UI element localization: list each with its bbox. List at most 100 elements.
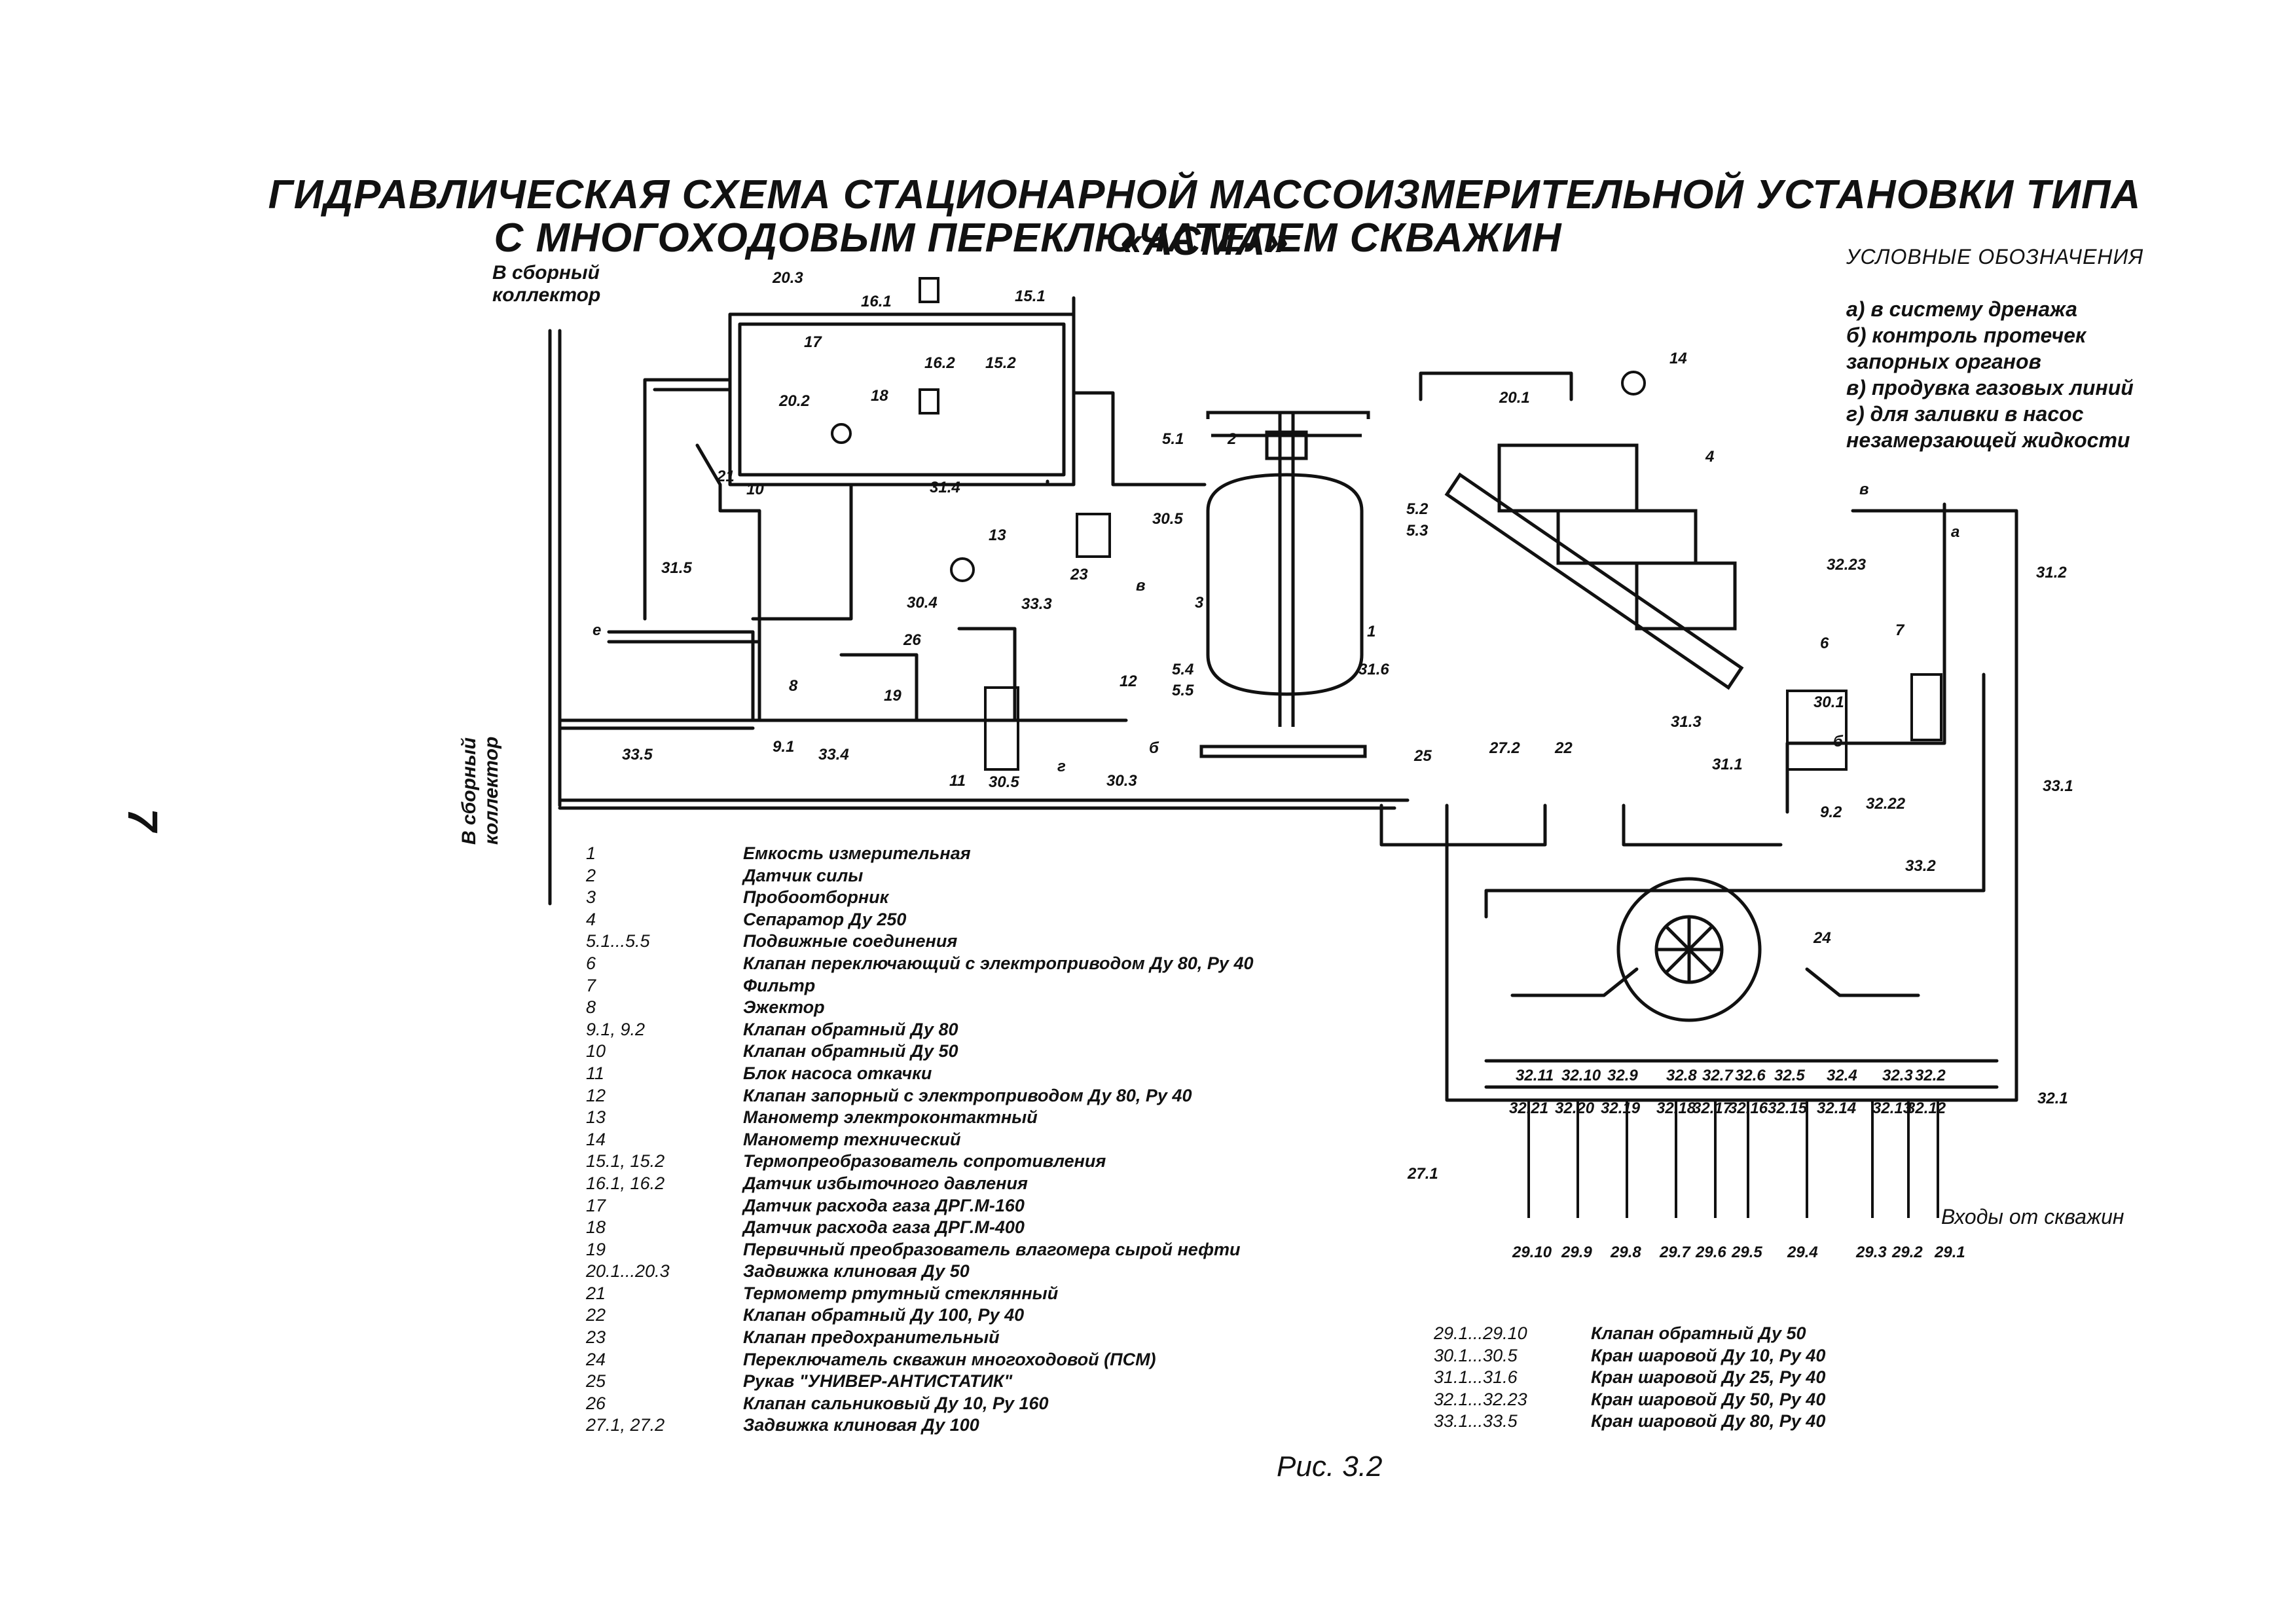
label-33-5: 33.5 <box>622 746 653 764</box>
part-description: Емкость измерительная <box>743 843 971 863</box>
valve-tag: 32.4 <box>1827 1067 1857 1084</box>
label-29-10: 29.10 <box>1512 1244 1552 1261</box>
collector-label-line: В сборный <box>492 262 600 284</box>
right-loop-v <box>1785 502 1946 814</box>
part-description: Датчик расхода газа ДРГ.М-400 <box>743 1217 1025 1238</box>
label-3: 3 <box>1195 594 1204 612</box>
part-description: Кран шаровой Ду 10, Ру 40 <box>1591 1345 1826 1365</box>
label-v2: в <box>1859 481 1869 498</box>
valve-tag: 32.18 <box>1656 1099 1696 1117</box>
label-33-2: 33.2 <box>1905 857 1936 875</box>
label-9-2: 9.2 <box>1820 803 1842 821</box>
title-line-1: ГИДРАВЛИЧЕСКАЯ СХЕМА СТАЦИОНАРНОЙ МАССОИ… <box>268 172 2141 264</box>
part-description: Кран шаровой Ду 25, Ру 40 <box>1591 1367 1826 1388</box>
label-29-1: 29.1 <box>1934 1244 1965 1261</box>
part-number: 19 <box>586 1239 606 1259</box>
right-loop-top <box>1419 371 1573 401</box>
part-description: Клапан обратный Ду 100, Ру 40 <box>743 1305 1025 1325</box>
part-description: Блок насоса откачки <box>743 1063 932 1083</box>
valve-tag: 32.11 <box>1516 1067 1554 1084</box>
pump-loop <box>839 627 1017 722</box>
part-number: 31.1...31.6 <box>1434 1367 1518 1388</box>
valve-tag: 32.5 <box>1774 1067 1805 1084</box>
valve-tag: 32.6 <box>1735 1067 1766 1084</box>
vessel-body <box>1206 473 1364 696</box>
label-30-1: 30.1 <box>1813 693 1844 711</box>
label-23: 23 <box>1070 566 1088 583</box>
figure-caption: Рис. 3.2 <box>1277 1450 1383 1483</box>
legend-heading: УСЛОВНЫЕ ОБОЗНАЧЕНИЯ <box>1846 245 2144 268</box>
manifold-line-1 <box>1484 1059 1999 1089</box>
part-number: 7 <box>586 975 596 995</box>
branch-10 <box>695 443 761 722</box>
part-description: Манометр технический <box>743 1129 961 1149</box>
label-6: 6 <box>1820 635 1829 652</box>
part-row: 2 Датчик силы <box>586 865 1437 887</box>
part-number: 2 <box>586 865 596 885</box>
part-description: Клапан запорный с электроприводом Ду 80,… <box>743 1085 1192 1105</box>
label-27-1: 27.1 <box>1407 1165 1438 1183</box>
label-29-2: 29.2 <box>1891 1244 1923 1261</box>
part-number: 3 <box>586 887 596 908</box>
part-description: Подвижные соединения <box>743 931 958 951</box>
label-26: 26 <box>903 631 921 649</box>
part-description: Эжектор <box>743 997 825 1018</box>
part-number: 1 <box>586 843 596 863</box>
part-description: Переключатель скважин многоходовой (ПСМ) <box>743 1349 1156 1369</box>
bottom-loop <box>1379 803 1783 847</box>
part-description: Сепаратор Ду 250 <box>743 909 907 929</box>
part-description: Кран шаровой Ду 50, Ру 40 <box>1591 1389 1826 1409</box>
main-pipe-upper <box>558 718 1128 730</box>
vessel-frame <box>1206 411 1370 437</box>
valve-tag: 32.2 <box>1915 1067 1946 1084</box>
gas-line-down <box>751 483 853 621</box>
valve-tag: 32.7 <box>1702 1067 1734 1084</box>
part-description: Клапан предохранительный <box>743 1327 1000 1348</box>
label-31-2: 31.2 <box>2036 564 2067 581</box>
part-description: Датчик силы <box>743 865 864 885</box>
label-21: 21 <box>716 468 735 485</box>
label-30-3: 30.3 <box>1106 772 1137 790</box>
force-sensor-2 <box>1265 430 1308 460</box>
legend-line: в) продувка газовых линий <box>1846 376 2134 399</box>
main-pipe-lower <box>558 798 1410 810</box>
part-number: 17 <box>586 1195 606 1215</box>
label-13: 13 <box>989 526 1006 544</box>
part-number: 11 <box>586 1063 605 1083</box>
label-g: г <box>1057 758 1066 775</box>
label-5-5: 5.5 <box>1172 682 1194 699</box>
label-22: 22 <box>1554 739 1573 757</box>
label-27-2: 27.2 <box>1489 739 1520 757</box>
label-7: 7 <box>1895 621 1905 639</box>
part-description: Термопреобразователь сопротивления <box>743 1151 1106 1172</box>
part-description: Кран шаровой Ду 80, Ру 40 <box>1591 1411 1826 1431</box>
part-number: 9.1, 9.2 <box>586 1019 646 1039</box>
part-row: 1 Емкость измерительная <box>586 843 1437 865</box>
label-8: 8 <box>789 677 798 695</box>
part-number: 23 <box>586 1327 606 1348</box>
label-29-4: 29.4 <box>1787 1244 1818 1261</box>
valve-box-30-1 <box>1786 690 1848 771</box>
vessel-base <box>1199 745 1367 758</box>
part-number: 20.1...20.3 <box>586 1261 670 1282</box>
label-29-8: 29.8 <box>1610 1244 1641 1261</box>
valve-tag: 32.10 <box>1561 1067 1601 1084</box>
part-row: 11 Блок насоса откачки <box>586 1063 1437 1085</box>
part-number: 26 <box>586 1393 606 1413</box>
valve-tag: 32.19 <box>1601 1099 1641 1117</box>
part-description: Клапан обратный Ду 50 <box>743 1041 958 1061</box>
label-5-1: 5.1 <box>1162 430 1184 448</box>
label-9-1: 9.1 <box>773 738 794 756</box>
part-row: 23 Клапан предохранительный <box>586 1327 1437 1349</box>
part-description: Клапан обратный Ду 80 <box>743 1019 958 1039</box>
legend-line: б) контроль протечек <box>1846 323 2086 347</box>
label-31-1: 31.1 <box>1712 756 1743 773</box>
valve-tag: 32.12 <box>1906 1099 1946 1117</box>
